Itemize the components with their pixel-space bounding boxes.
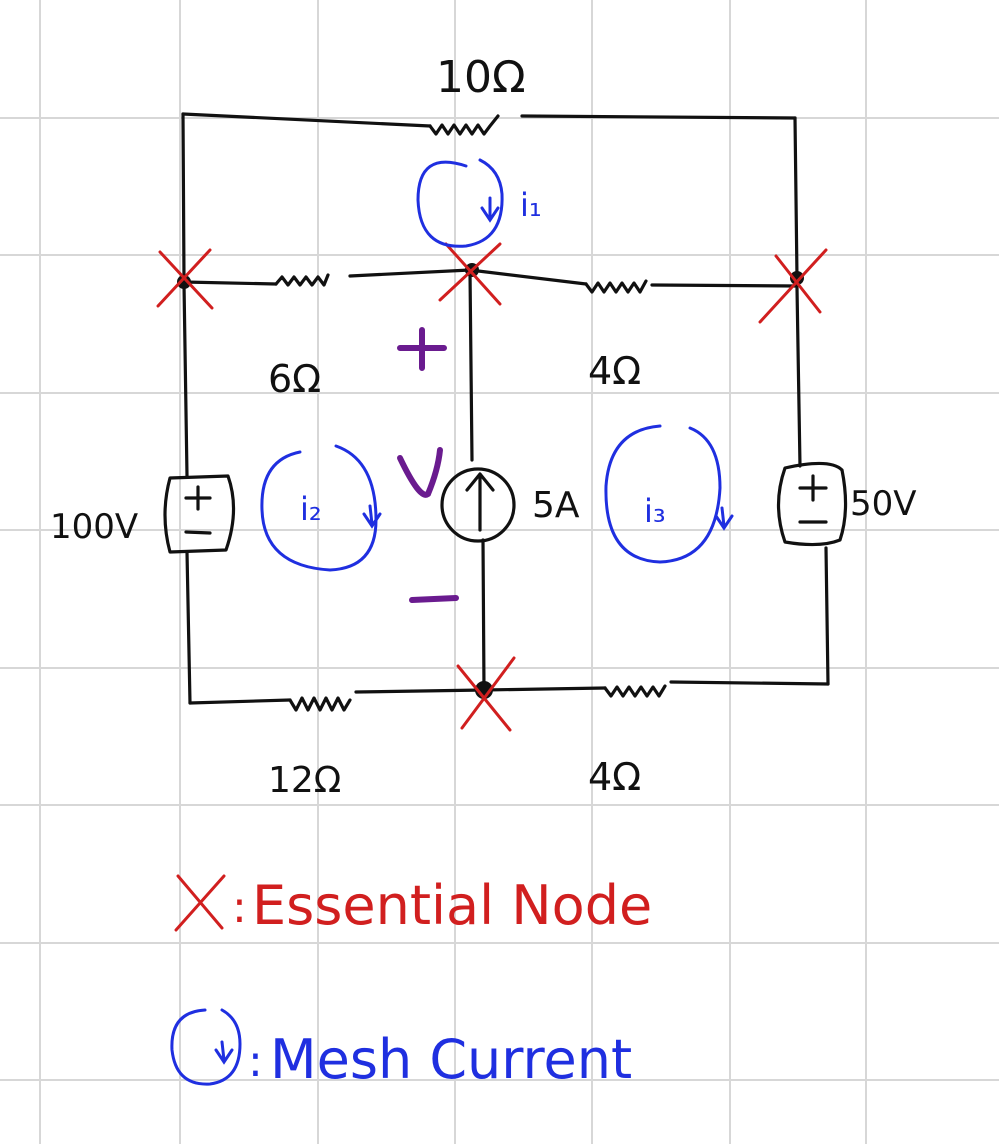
- bottom-wire-3: [482, 686, 607, 692]
- mesh-label-i2: i₂: [300, 490, 322, 528]
- mesh-label-i1: i₁: [520, 186, 542, 224]
- node-dot-right: [790, 271, 804, 285]
- center-wire-1: [468, 270, 474, 462]
- label-r-left-mid: 6Ω: [268, 357, 321, 401]
- mesh-loop-i2: [260, 444, 378, 572]
- label-r-right-mid: 4Ω: [588, 349, 641, 393]
- mid-wire-3: [468, 268, 588, 286]
- right-wire-2: [824, 546, 830, 686]
- label-i-source: 5A: [532, 485, 580, 526]
- voltage-v-letter: [397, 447, 443, 498]
- node-dot-left: [177, 275, 191, 289]
- resistor-10-ohm: [428, 114, 500, 136]
- essential-node-x-center: [438, 242, 502, 306]
- node-dots: [177, 263, 804, 699]
- resistor-4-ohm-mid: [584, 279, 648, 294]
- mid-wire-4: [650, 283, 799, 288]
- essential-node-x-left: [156, 248, 214, 310]
- right-wire-1: [795, 286, 802, 468]
- current-source-5a-arrow: [465, 472, 495, 532]
- essential-node-markers: [156, 242, 828, 932]
- left-wire-2: [185, 550, 192, 705]
- middle-branch: [182, 268, 799, 294]
- v-source-50-plus: [798, 474, 828, 502]
- mid-wire-1: [182, 280, 278, 286]
- mesh-loop-i3: [604, 424, 722, 564]
- v-source-100-body: [163, 474, 236, 554]
- left-branch: [163, 282, 236, 705]
- legend-node-separator: :: [232, 882, 247, 933]
- essential-node-x-right: [758, 248, 828, 324]
- v-source-50-body: [776, 461, 848, 547]
- legend-node-text: Essential Node: [252, 874, 652, 937]
- label-r-bottom-right: 4Ω: [588, 755, 641, 799]
- voltage-marks: [397, 327, 459, 603]
- right-branch: [776, 286, 848, 686]
- mesh-loop-i1: [416, 158, 504, 248]
- bottom-wire-2: [354, 688, 486, 694]
- mesh-loop-i1-arrow: [480, 196, 500, 223]
- label-v-left: 100V: [50, 507, 138, 547]
- v-source-100-minus: [184, 530, 212, 535]
- left-wire-top: [181, 112, 186, 282]
- top-wire-right: [520, 114, 797, 120]
- voltage-plus-sign: [397, 327, 447, 371]
- top-wire-left: [181, 112, 432, 128]
- mesh-current-loops: [170, 158, 734, 1086]
- resistor-4-ohm-bottom: [603, 684, 667, 698]
- top-branch: [181, 112, 797, 136]
- legend-loop-arrow: [214, 1040, 234, 1065]
- bottom-branch: [188, 680, 830, 712]
- mesh-labels: i₁ i₂ i₃: [300, 186, 666, 530]
- mesh-loop-i2-arrow: [362, 504, 382, 529]
- v-source-100-plus: [184, 485, 212, 511]
- center-wire-2: [481, 538, 486, 692]
- center-branch: [440, 270, 516, 692]
- resistor-6-ohm: [274, 273, 330, 287]
- label-v-right: 50V: [850, 484, 917, 524]
- right-wire-top: [793, 116, 799, 280]
- left-wire-1: [182, 282, 189, 478]
- legend-x-mark: [174, 874, 226, 932]
- legend-mesh-separator: :: [248, 1036, 263, 1087]
- legend: : Essential Node : Mesh Current: [232, 874, 652, 1091]
- voltage-minus-sign: [409, 595, 459, 603]
- bottom-wire-1: [188, 698, 292, 705]
- mesh-label-i3: i₃: [644, 492, 666, 530]
- essential-node-x-bottom: [456, 656, 516, 732]
- mesh-loop-i3-arrow: [714, 506, 734, 531]
- label-r-top: 10Ω: [436, 52, 526, 103]
- component-labels: 10Ω 6Ω 4Ω 100V 5A 50V 12Ω 4Ω: [50, 52, 917, 801]
- resistor-12-ohm: [288, 696, 352, 712]
- bottom-wire-4: [669, 680, 830, 686]
- legend-loop-symbol: [170, 1008, 242, 1086]
- legend-mesh-text: Mesh Current: [270, 1028, 632, 1091]
- label-r-bottom-left: 12Ω: [268, 760, 341, 801]
- mid-wire-2: [348, 268, 472, 278]
- current-source-5a-body: [440, 467, 516, 543]
